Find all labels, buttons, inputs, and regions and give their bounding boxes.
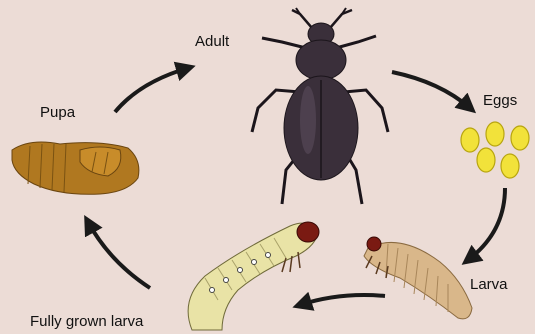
- arrow-eggs-to-larva: [468, 188, 505, 260]
- label-adult: Adult: [195, 33, 229, 50]
- arrow-grown-to-pupa: [88, 222, 150, 288]
- label-pupa: Pupa: [40, 104, 75, 121]
- beetle-icon: [252, 8, 388, 204]
- pupa-icon: [12, 142, 139, 194]
- arrow-larva-to-grown: [300, 295, 385, 305]
- label-larva: Larva: [470, 276, 508, 293]
- larva-icon: [364, 237, 472, 319]
- label-fully-grown-larva: Fully grown larva: [30, 313, 143, 330]
- arrow-adult-to-eggs: [392, 72, 470, 108]
- arrow-pupa-to-adult: [115, 68, 188, 112]
- grown-larva-icon: [188, 222, 319, 330]
- eggs-icon: [461, 122, 529, 178]
- label-eggs: Eggs: [483, 92, 517, 109]
